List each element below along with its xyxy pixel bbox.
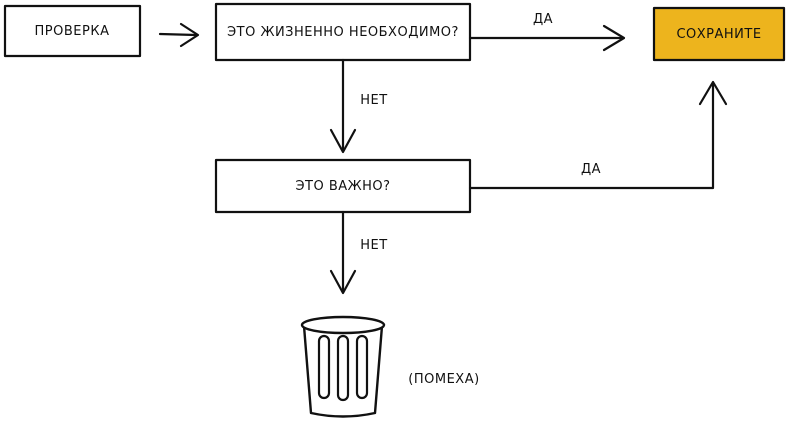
node-vital: ЭТО ЖИЗНЕННО НЕОБХОДИМО? [214, 2, 472, 62]
arrow-vital-yes-head [602, 24, 626, 52]
node-vital-box [214, 2, 472, 62]
edge-important-yes-label: ДА [581, 162, 601, 177]
edge-vital-no: НЕТ [329, 58, 387, 154]
edge-important-yes: ДА [468, 80, 728, 190]
edge-vital-yes-label: ДА [533, 12, 553, 27]
trash-bin-icon [300, 315, 386, 418]
edge-important-no: НЕТ [329, 210, 387, 295]
node-trash-label: (ПОМЕХА) [408, 372, 479, 387]
node-important: ЭТО ВАЖНО? [214, 158, 472, 214]
edge-check-to-vital [158, 22, 200, 48]
arrow-important-yes-line [468, 82, 715, 190]
trash-bin-rim [300, 315, 386, 335]
trash-bin-rib-3 [355, 334, 369, 400]
arrow-important-no-head [329, 269, 357, 295]
trash-bin-rib-2 [336, 334, 350, 402]
node-vital-label: ЭТО ЖИЗНЕННО НЕОБХОДИМО? [227, 25, 459, 40]
edge-vital-no-label: НЕТ [360, 93, 387, 108]
node-check: ПРОВЕРКА [3, 4, 142, 58]
arrow-important-yes-head [698, 80, 728, 106]
node-check-label: ПРОВЕРКА [35, 24, 110, 39]
node-trash: (ПОМЕХА) [300, 315, 479, 418]
node-save-box [652, 6, 786, 62]
arrow-check-to-vital-head [179, 22, 200, 48]
node-important-box [214, 158, 472, 214]
node-save-label: СОХРАНИТЕ [676, 27, 761, 42]
trash-bin-rib-1 [317, 334, 331, 400]
arrow-vital-no-head [329, 128, 357, 154]
node-important-label: ЭТО ВАЖНО? [295, 179, 390, 194]
arrow-check-to-vital-line [158, 32, 198, 37]
node-save: СОХРАНИТЕ [652, 6, 786, 62]
edge-vital-yes: ДА [468, 12, 626, 52]
node-check-box [3, 4, 142, 58]
edge-important-no-label: НЕТ [360, 238, 387, 253]
